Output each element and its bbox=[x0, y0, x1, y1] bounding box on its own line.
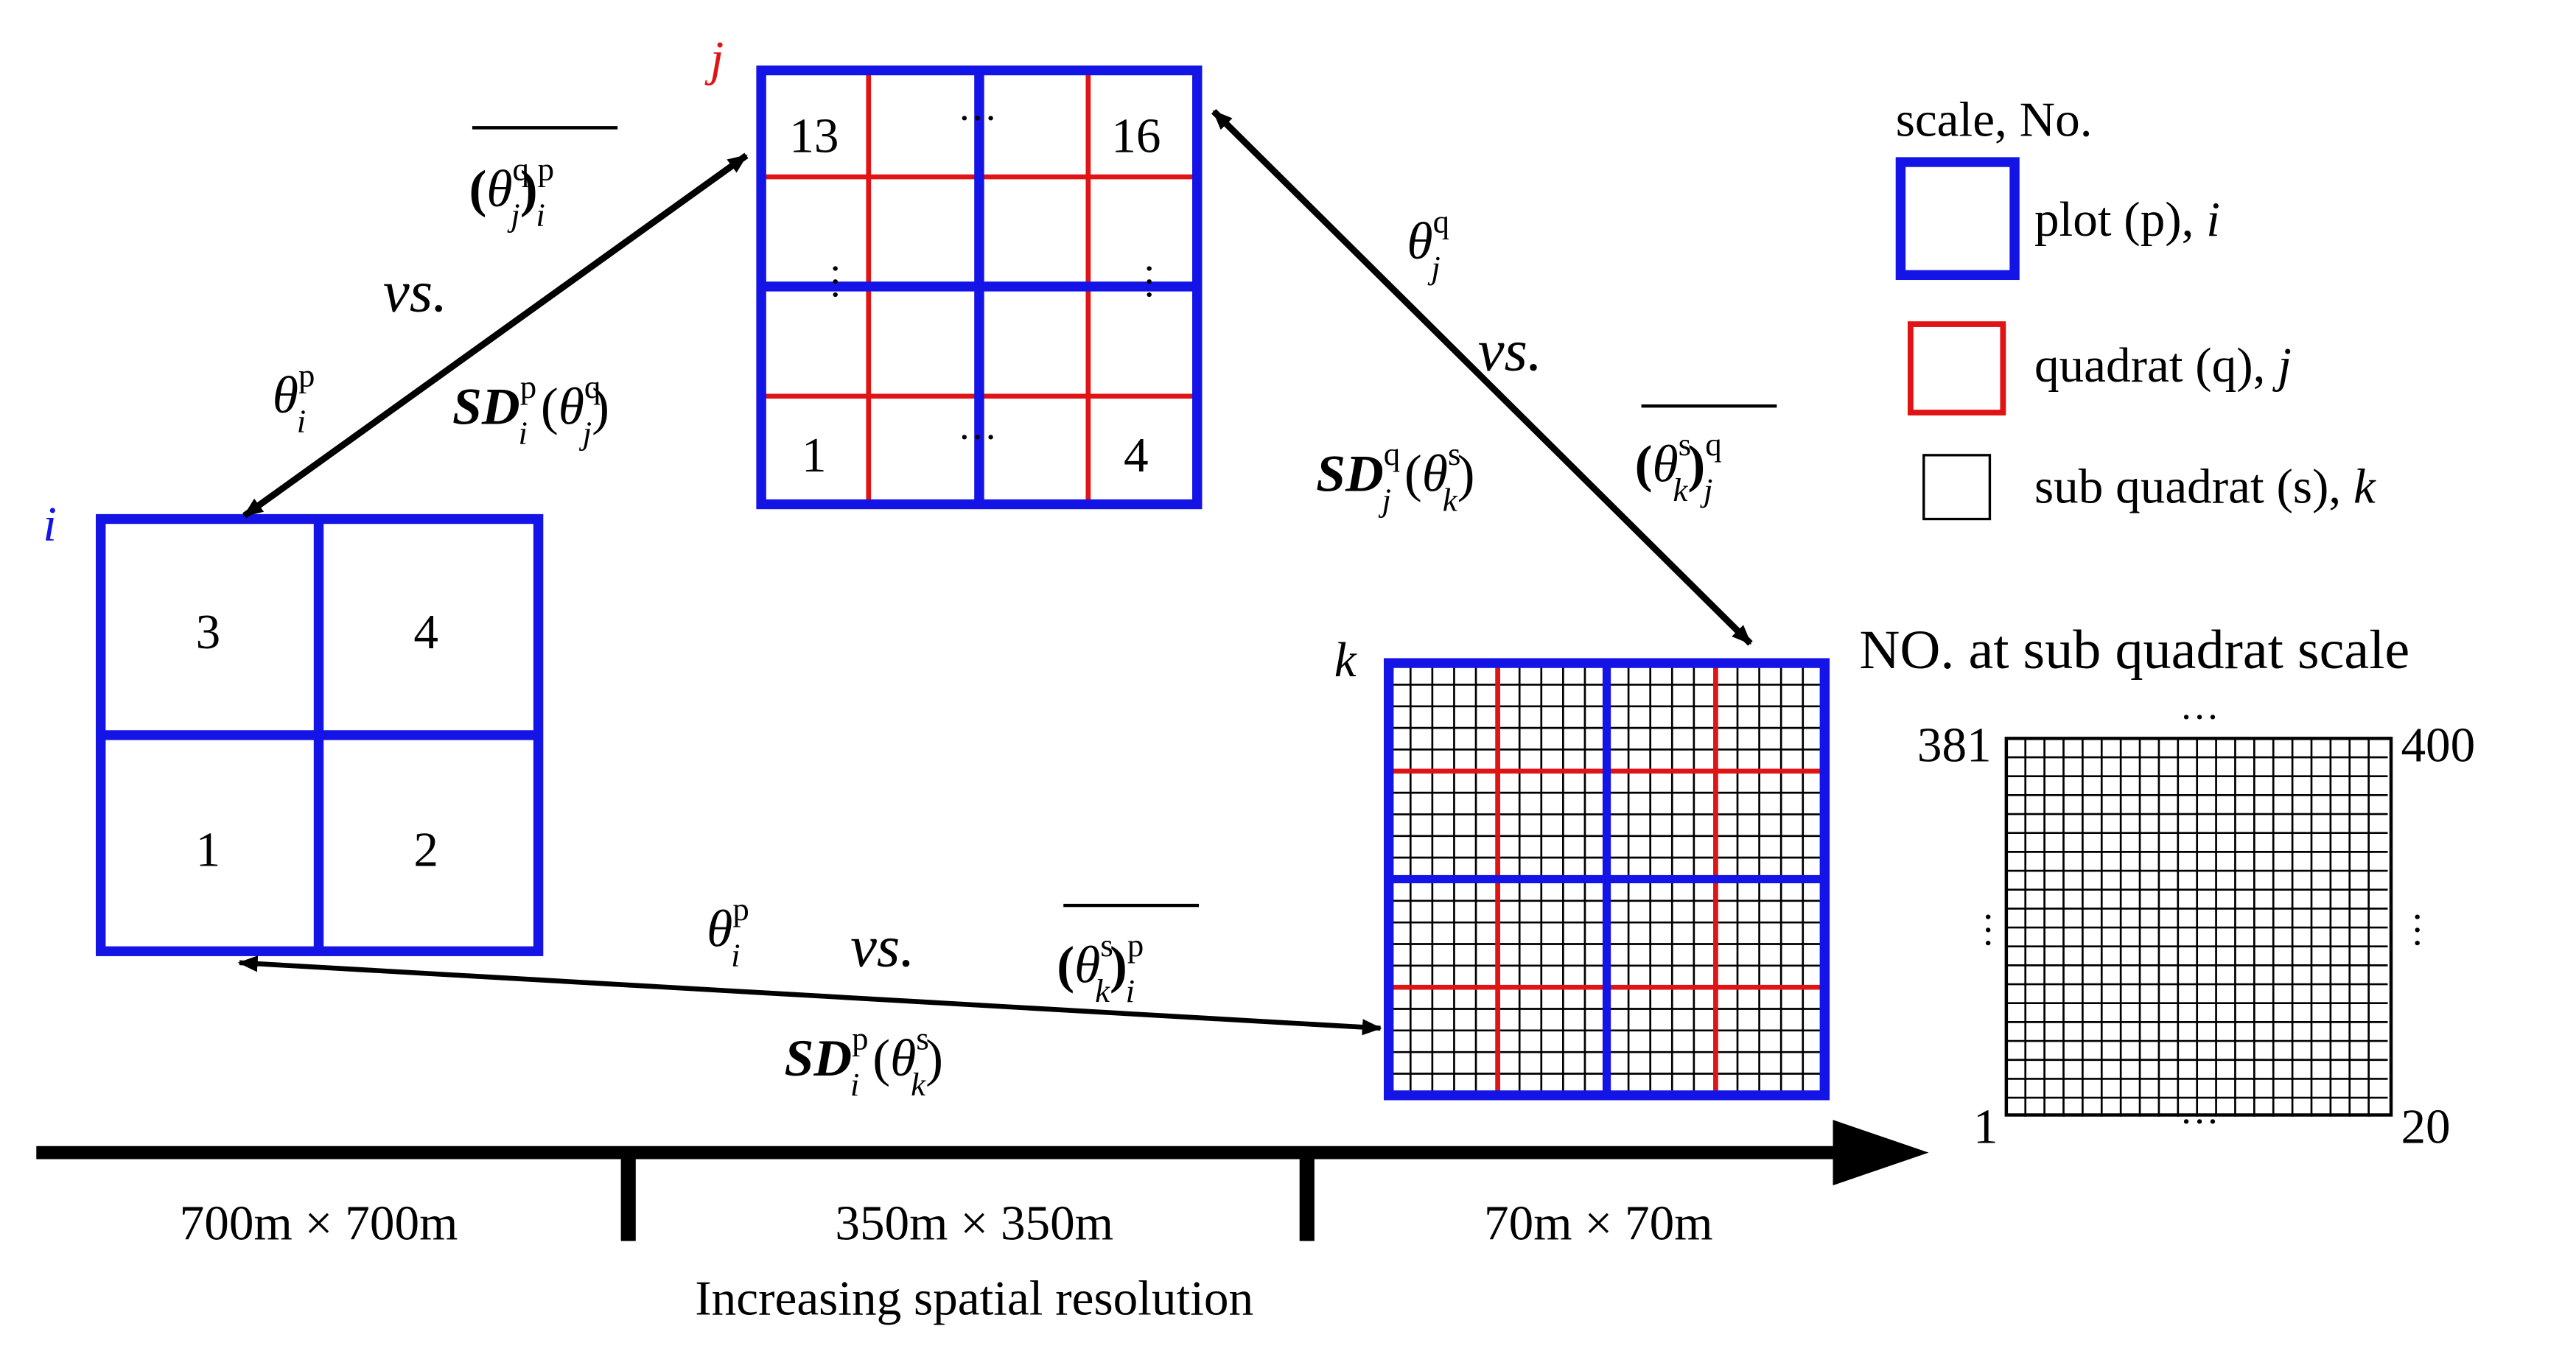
quadrat-cell-16: 16 bbox=[1111, 109, 1161, 164]
quadrat-ellipsis-bottom: ··· bbox=[958, 415, 998, 459]
plot-cell-3: 3 bbox=[196, 605, 221, 659]
axis-label-quadrat: 350m × 350m bbox=[835, 1196, 1113, 1251]
legend-sub-label: sub quadrat (s), k bbox=[2034, 460, 2376, 514]
quadrat-ellipsis-left: ··· bbox=[813, 262, 858, 301]
subquadrat-k: k bbox=[1334, 633, 1830, 1101]
axis-label-sub: 70m × 70m bbox=[1484, 1196, 1713, 1251]
numbering-top-left: 381 bbox=[1917, 718, 1992, 773]
axis-caption: Increasing spatial resolution bbox=[695, 1271, 1253, 1326]
vs-plot-sub: vs. bbox=[850, 914, 914, 980]
numbering-bottom-left: 1 bbox=[1973, 1100, 1998, 1154]
numbering-ellipsis-top: ··· bbox=[2180, 695, 2219, 739]
quadrat-ellipsis-right: ··· bbox=[1127, 262, 1172, 301]
plot-cell-4: 4 bbox=[413, 605, 438, 659]
numbering-title: NO. at sub quadrat scale bbox=[1859, 619, 2409, 681]
quadrat-cell-1: 1 bbox=[802, 428, 827, 483]
quadrat-cell-13: 13 bbox=[789, 109, 839, 164]
quadrat-ellipsis-top: ··· bbox=[958, 96, 998, 140]
numbering-grid bbox=[2006, 738, 2388, 1117]
arrow-plot-sub bbox=[237, 955, 1382, 1036]
numbering-top-right: 400 bbox=[2401, 718, 2475, 773]
axis-label-plot: 700m × 700m bbox=[180, 1196, 458, 1251]
legend-title: scale, No. bbox=[1896, 93, 2093, 147]
resolution-axis: 700m × 700m 350m × 350m 70m × 70m Increa… bbox=[36, 1120, 1929, 1326]
legend-quadrat-swatch bbox=[1907, 321, 2006, 415]
arrows bbox=[237, 108, 1753, 1036]
arrow-plot-quadrat bbox=[242, 152, 749, 519]
plot-scale-label: i bbox=[43, 497, 57, 552]
vs-plot-quadrat: vs. bbox=[383, 259, 447, 325]
numbering-ellipsis-left: ··· bbox=[1966, 911, 2010, 950]
numbering-grid-frame bbox=[2004, 737, 2393, 1117]
plot-cell-2: 2 bbox=[413, 823, 438, 877]
axis-tick-2 bbox=[1299, 1152, 1315, 1241]
numbering-bottom-right: 20 bbox=[2401, 1100, 2450, 1154]
vs-quadrat-sub: vs. bbox=[1478, 318, 1542, 384]
numbering-panel: NO. at sub quadrat scale 381 400 1 20 ··… bbox=[1859, 619, 2475, 1154]
numbering-ellipsis-bottom: ··· bbox=[2180, 1099, 2219, 1143]
axis-tick-1 bbox=[620, 1152, 636, 1241]
subquadrat-scale-label: k bbox=[1334, 633, 1357, 687]
quadrat-j: j 13 16 1 4 ··· ··· ··· ··· bbox=[704, 32, 1203, 510]
axis-arrowhead bbox=[1833, 1120, 1929, 1186]
quadrat-scale-label: j bbox=[704, 32, 724, 86]
legend-plot-label: plot (p), i bbox=[2034, 192, 2220, 247]
legend-plot-swatch bbox=[1895, 157, 2020, 281]
legend-quadrat-label: quadrat (q), j bbox=[2034, 338, 2292, 393]
quadrat-cell-4: 4 bbox=[1124, 428, 1149, 483]
plot-cell-1: 1 bbox=[196, 823, 221, 877]
legend-sub-swatch bbox=[1922, 454, 1992, 521]
numbering-ellipsis-right: ··· bbox=[2395, 911, 2440, 950]
arrow-quadrat-sub bbox=[1211, 108, 1753, 646]
legend: scale, No. plot (p), i quadrat (q), j su… bbox=[1895, 93, 2376, 521]
plot-i: i 3 4 1 2 bbox=[43, 497, 544, 956]
